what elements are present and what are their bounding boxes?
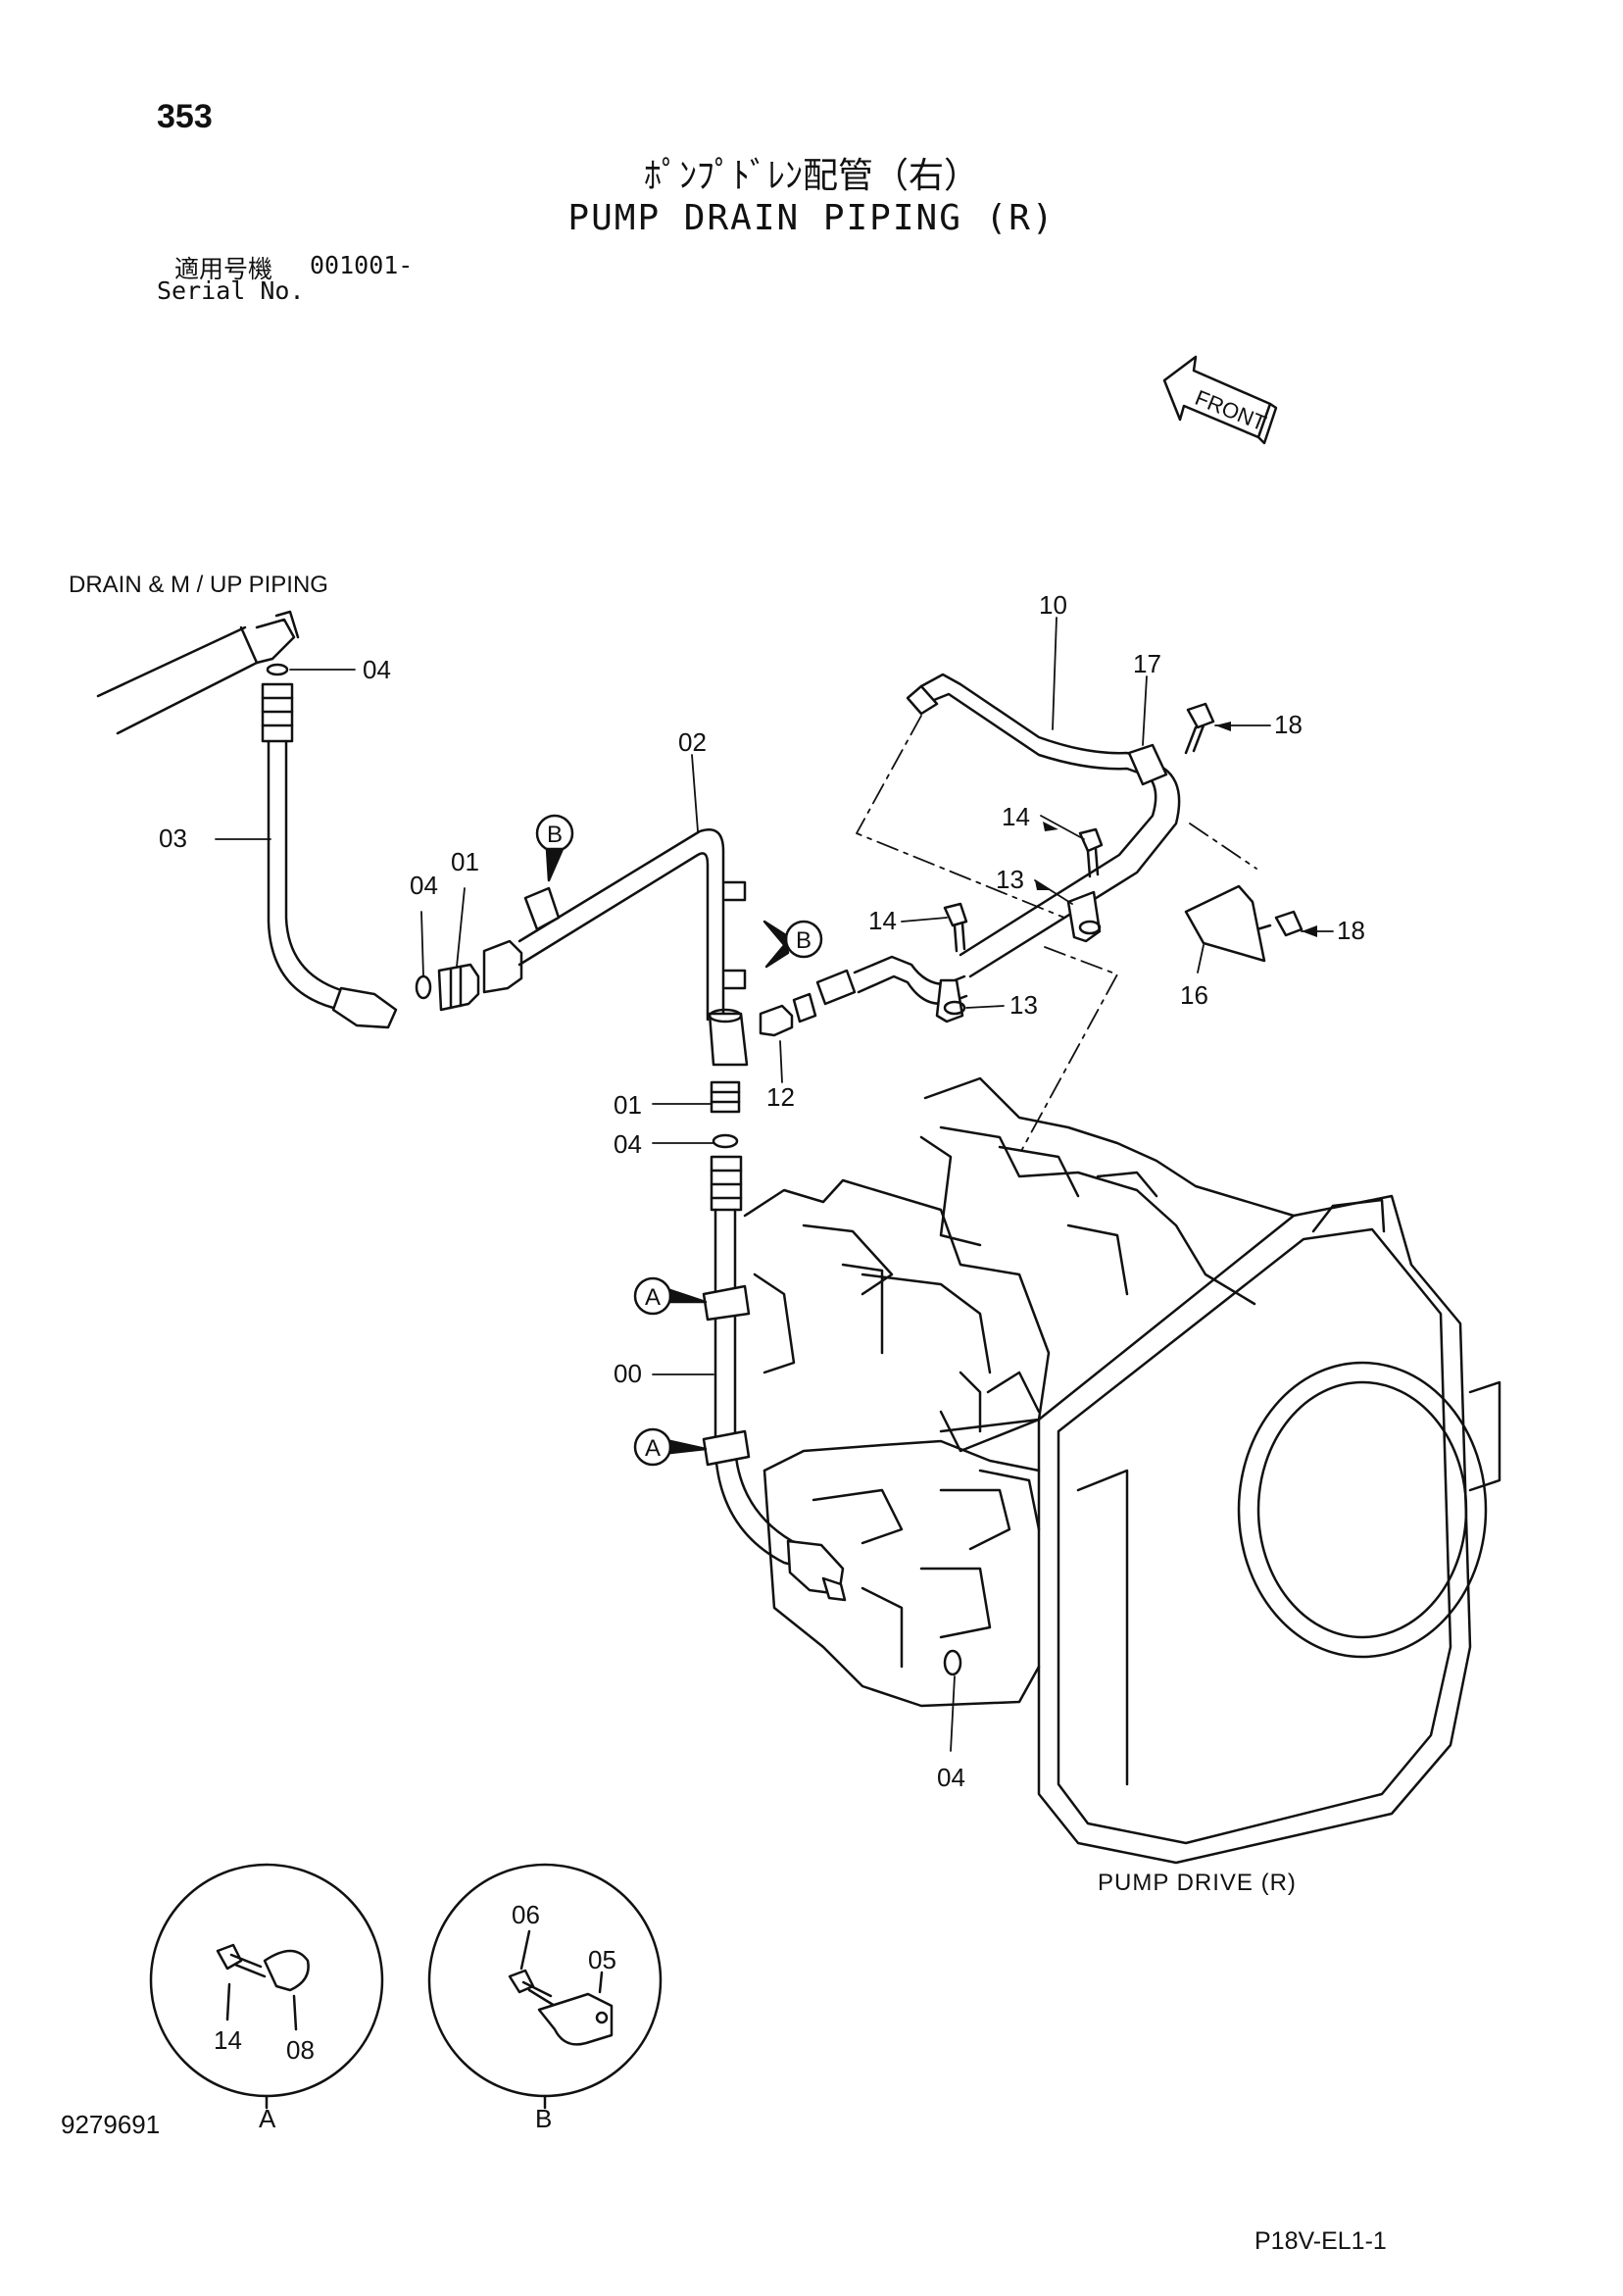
front-arrow-icon <box>1162 355 1278 445</box>
callout-10: 10 <box>1039 590 1067 620</box>
clamp-13-upper <box>1066 890 1102 943</box>
detail-a <box>149 1863 384 2110</box>
pipe-02 <box>517 828 749 1067</box>
balloon-b2 <box>762 920 823 969</box>
callout-02: 02 <box>678 727 707 757</box>
elbow-12 <box>759 955 968 1037</box>
clamp-13-lower <box>935 978 966 1023</box>
callout-12: 12 <box>766 1082 795 1112</box>
pump-body <box>743 1076 1296 1453</box>
pump-lower-block <box>762 1439 1041 1708</box>
adapter-01-upper <box>437 963 480 1012</box>
serial-value: 001001- <box>310 251 414 279</box>
bolt-14-upper <box>1078 827 1104 878</box>
label-pump-drive: PUMP DRIVE (R) <box>1098 1870 1297 1896</box>
callout-04-mid: 04 <box>410 871 438 900</box>
callout-14-upper: 14 <box>1002 802 1030 831</box>
balloon-a1-letter: A <box>645 1284 661 1311</box>
document-number: 9279691 <box>61 2110 161 2139</box>
callout-04-lower: 04 <box>614 1129 642 1159</box>
title-japanese: ﾎﾟﾝﾌﾟﾄﾞﾚﾝ配管（右） <box>643 156 979 196</box>
callout-00: 00 <box>614 1359 642 1388</box>
callout-18-upper: 18 <box>1274 710 1303 739</box>
adapter-01-lower <box>710 1080 741 1114</box>
detail-b-label: B <box>535 2104 552 2133</box>
hose-03 <box>261 682 398 1029</box>
detail-b-part-06: 06 <box>512 1900 540 1929</box>
bolt-18-upper <box>1184 702 1215 755</box>
balloon-a1 <box>633 1276 708 1316</box>
balloon-b1 <box>535 814 574 882</box>
detail-a-label: A <box>259 2104 276 2133</box>
callout-13-lower: 13 <box>1009 990 1038 1020</box>
callout-18-lower: 18 <box>1337 916 1365 945</box>
callout-17: 17 <box>1133 649 1161 678</box>
sheet-code: P18V-EL1-1 <box>1254 2227 1387 2255</box>
hose-00 <box>702 1155 847 1602</box>
callout-13-upper: 13 <box>996 865 1024 894</box>
balloon-b2-letter: B <box>796 927 812 954</box>
bolt-14-lower <box>943 902 968 953</box>
balloon-a2 <box>633 1427 708 1467</box>
callout-16: 16 <box>1180 980 1208 1010</box>
callout-04-pump: 04 <box>937 1763 965 1792</box>
bracket-16 <box>1184 884 1266 963</box>
pump-drive-housing <box>939 1194 1501 1865</box>
pipe-10 <box>906 673 1181 978</box>
drain-mup-pipe <box>96 610 300 735</box>
balloon-a2-letter: A <box>645 1435 661 1462</box>
detail-b-part-05: 05 <box>588 1945 616 1974</box>
callout-04-top: 04 <box>363 655 391 684</box>
page-number: 353 <box>157 98 213 135</box>
o-ring-04-pump <box>943 1649 962 1676</box>
detail-a-part-14: 14 <box>214 2025 242 2055</box>
detail-b <box>427 1863 663 2110</box>
serial-label-english: Serial No. <box>157 276 305 305</box>
callout-01-lower: 01 <box>614 1090 642 1120</box>
label-drain-mup-piping: DRAIN & M / UP PIPING <box>69 572 328 598</box>
serial-label-japanese: 適用号機 <box>174 255 273 283</box>
callout-01-upper: 01 <box>451 847 479 876</box>
callout-14-lower: 14 <box>868 906 897 935</box>
title-english: PUMP DRAIN PIPING (R) <box>567 198 1056 238</box>
callout-03: 03 <box>159 824 187 853</box>
balloon-b1-letter: B <box>547 822 563 848</box>
detail-a-part-08: 08 <box>286 2035 315 2065</box>
